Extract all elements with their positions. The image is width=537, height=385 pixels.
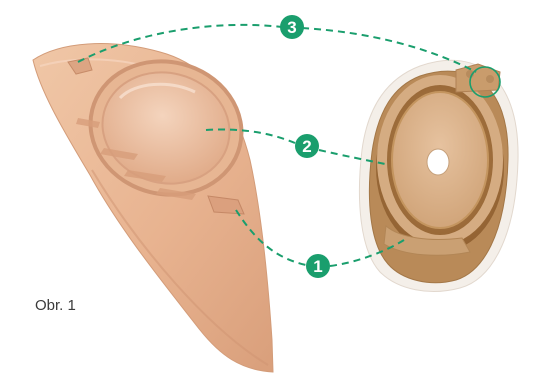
stoma-hole	[427, 149, 449, 175]
ostomy-baseplate-icon	[359, 60, 518, 291]
figure-caption: Obr. 1	[35, 297, 76, 314]
callout-number: 3	[287, 18, 296, 37]
ostomy-bag-icon	[33, 44, 273, 372]
callout-badge-1: 1	[306, 254, 330, 278]
callout-badge-2: 2	[295, 134, 319, 158]
callout-number: 2	[302, 137, 311, 156]
callout-number: 1	[313, 257, 322, 276]
callout-badge-3: 3	[280, 15, 304, 39]
